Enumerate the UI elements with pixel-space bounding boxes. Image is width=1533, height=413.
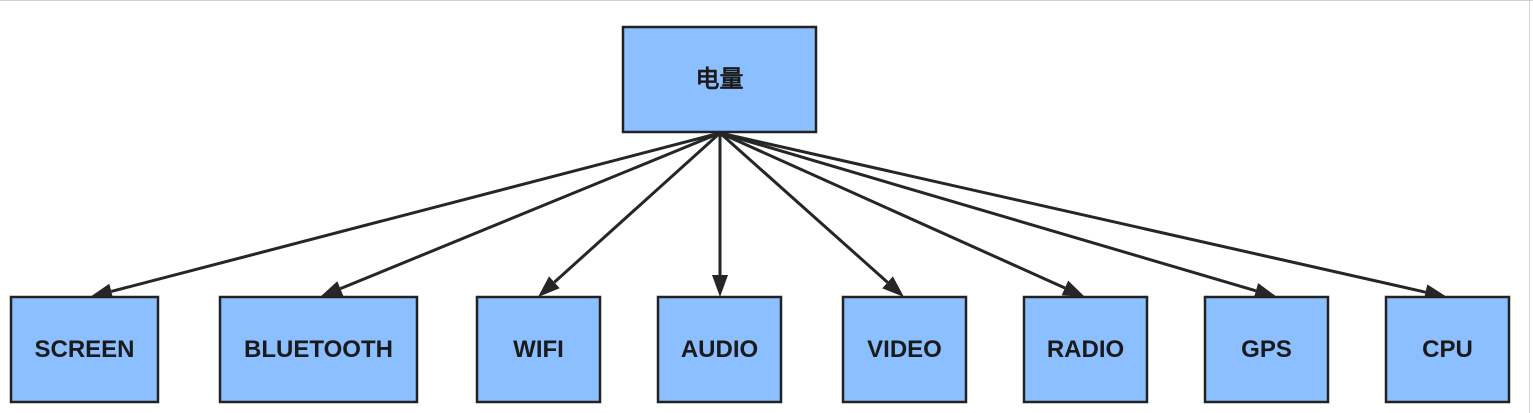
edge-line	[719, 131, 1066, 290]
node-box	[475, 295, 602, 404]
arrowhead-icon	[712, 275, 728, 297]
right-border	[1529, 0, 1530, 413]
edge-line	[110, 131, 721, 293]
node-box	[1384, 295, 1511, 404]
edge-root-to-video	[719, 131, 904, 297]
edge-root-to-cpu	[719, 131, 1447, 300]
node-root: 电量	[621, 25, 818, 134]
node-label: GPS	[1241, 336, 1292, 363]
node-label: CPU	[1422, 336, 1473, 363]
node-box	[656, 295, 783, 404]
node-cpu: CPU	[1384, 295, 1511, 404]
nodes-layer: 电量 SCREEN BLUETOOTH WIFI AUDIO VIDEO RADIO GPS C…	[9, 25, 1511, 404]
edge-root-to-wifi	[538, 131, 722, 297]
arrowhead-icon	[90, 283, 114, 300]
edges-layer	[90, 131, 1447, 300]
node-label: 电量	[696, 66, 744, 93]
node-box	[9, 295, 160, 404]
node-box	[841, 295, 968, 404]
arrowhead-icon	[538, 276, 560, 297]
node-label: RADIO	[1047, 336, 1124, 363]
edge-line	[339, 131, 721, 291]
edge-root-to-gps	[719, 131, 1277, 299]
node-label: SCREEN	[34, 336, 134, 363]
node-box	[1203, 295, 1330, 404]
edge-root-to-radio	[719, 131, 1085, 297]
node-gps: GPS	[1203, 295, 1330, 404]
edge-root-to-screen	[90, 131, 721, 300]
node-wifi: WIFI	[475, 295, 602, 404]
node-label: BLUETOOTH	[244, 336, 393, 363]
top-border	[0, 0, 1533, 1]
node-label: AUDIO	[681, 336, 758, 363]
edge-line	[719, 131, 889, 284]
node-label: VIDEO	[867, 336, 942, 363]
node-radio: RADIO	[1022, 295, 1149, 404]
node-label: WIFI	[513, 336, 564, 363]
node-video: VIDEO	[841, 295, 968, 404]
edge-line	[719, 131, 1426, 294]
arrowhead-icon	[1253, 283, 1277, 299]
edge-line	[719, 131, 1257, 293]
node-box	[621, 25, 818, 134]
node-screen: SCREEN	[9, 295, 160, 404]
node-bluetooth: BLUETOOTH	[218, 295, 419, 404]
node-audio: AUDIO	[656, 295, 783, 404]
arrowhead-icon	[320, 281, 344, 297]
edge-root-to-audio	[712, 133, 728, 297]
arrowhead-icon	[1061, 280, 1085, 297]
node-box	[1022, 295, 1149, 404]
edge-root-to-bluetooth	[320, 131, 721, 297]
arrowhead-icon	[882, 276, 904, 297]
edge-line	[553, 131, 722, 284]
node-box	[218, 295, 419, 404]
